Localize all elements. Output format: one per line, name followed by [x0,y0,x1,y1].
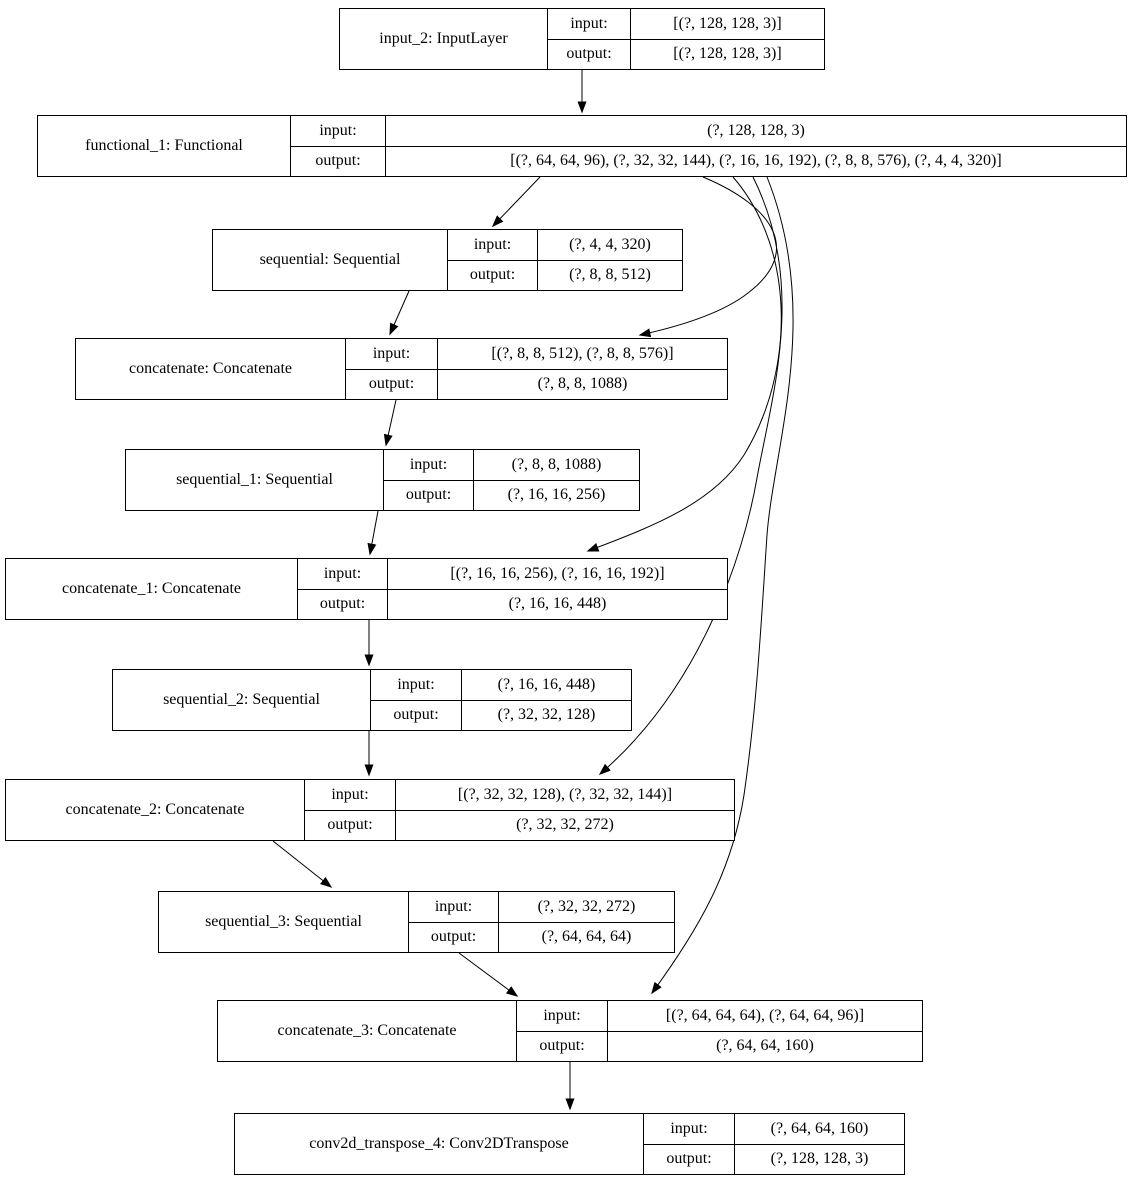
layer-name: functional_1: Functional [38,116,291,176]
output-key: output: [448,260,538,290]
output-key: output: [291,146,386,176]
node-sequential_3: sequential_3: Sequential input: (?, 32, … [158,891,675,953]
layer-name: sequential_1: Sequential [126,450,384,510]
edge-sequential_3-to-concatenate_3 [458,952,519,997]
node-input_2: input_2: InputLayer input: [(?, 128, 128… [339,8,825,70]
output-shape: [(?, 128, 128, 3)] [673,45,782,63]
output-shape: (?, 8, 8, 1088) [537,375,628,393]
edge-sequential-to-concatenate [389,290,410,336]
layer-name: sequential: Sequential [213,230,448,290]
input-key: input: [517,1001,608,1031]
output-shape: (?, 32, 32, 128) [497,706,596,724]
input-key: input: [409,892,499,922]
input-shape: (?, 128, 128, 3) [707,121,805,139]
output-shape: (?, 64, 64, 64) [541,928,632,946]
input-key: input: [448,230,538,260]
node-conv2d_transpose_4: conv2d_transpose_4: Conv2DTranspose inpu… [234,1113,905,1175]
input-key: input: [305,780,396,810]
output-key: output: [305,810,396,840]
input-key: input: [298,559,388,589]
edge-sequential_1-to-concatenate_1 [367,510,379,556]
input-shape: (?, 32, 32, 272) [537,897,636,915]
output-shape: (?, 64, 64, 160) [716,1037,814,1055]
input-key: input: [291,116,386,146]
edge-functional_1-to-sequential [491,176,541,228]
edge-functional_1-to-concatenate_1 [586,176,782,552]
layer-name: concatenate_2: Concatenate [6,780,305,840]
layer-name: conv2d_transpose_4: Conv2DTranspose [235,1114,644,1174]
output-shape: (?, 16, 16, 256) [507,486,606,504]
layer-name: sequential_3: Sequential [159,892,409,952]
node-concatenate_3: concatenate_3: Concatenate input: [(?, 6… [217,1000,923,1062]
layer-name: concatenate: Concatenate [76,339,346,399]
input-shape: (?, 16, 16, 448) [497,675,596,693]
output-shape: (?, 16, 16, 448) [508,595,607,613]
input-shape: [(?, 32, 32, 128), (?, 32, 32, 144)] [457,785,673,803]
input-key: input: [548,9,631,39]
input-key: input: [371,670,462,700]
layer-name: sequential_2: Sequential [113,670,371,730]
edge-functional_1-to-concatenate [638,176,777,338]
edge-functional_1-to-concatenate_3 [651,176,794,995]
output-key: output: [371,700,462,730]
input-shape: (?, 4, 4, 320) [569,235,651,253]
output-key: output: [644,1144,735,1174]
input-shape: [(?, 128, 128, 3)] [673,14,782,32]
edge-concatenate_2-to-sequential_3 [272,840,333,888]
node-concatenate_2: concatenate_2: Concatenate input: [(?, 3… [5,779,735,841]
output-shape: [(?, 64, 64, 96), (?, 32, 32, 144), (?, … [510,152,1002,170]
output-key: output: [346,369,438,399]
output-shape: (?, 128, 128, 3) [770,1150,869,1168]
output-key: output: [548,39,631,69]
input-shape: [(?, 64, 64, 64), (?, 64, 64, 96)] [665,1006,865,1024]
output-key: output: [409,922,499,952]
input-shape: [(?, 8, 8, 512), (?, 8, 8, 576)] [491,344,674,362]
input-shape: (?, 64, 64, 160) [770,1119,869,1137]
node-sequential_2: sequential_2: Sequential input: (?, 16, … [112,669,632,731]
node-concatenate_1: concatenate_1: Concatenate input: [(?, 1… [5,558,728,620]
output-shape: (?, 8, 8, 512) [569,266,651,284]
output-key: output: [384,480,474,510]
layer-name: input_2: InputLayer [340,9,548,69]
edge-functional_1-to-concatenate_2 [598,176,783,775]
output-shape: (?, 32, 32, 272) [516,816,614,834]
input-shape: (?, 8, 8, 1088) [511,455,602,473]
node-sequential: sequential: Sequential input: (?, 4, 4, … [212,229,683,291]
input-key: input: [384,450,474,480]
node-concatenate: concatenate: Concatenate input: [(?, 8, … [75,338,728,400]
output-key: output: [298,589,388,619]
edge-concatenate-to-sequential_1 [383,399,397,447]
input-shape: [(?, 16, 16, 256), (?, 16, 16, 192)] [450,564,665,582]
layer-name: concatenate_1: Concatenate [6,559,298,619]
input-key: input: [644,1114,735,1144]
input-key: input: [346,339,438,369]
layer-name: concatenate_3: Concatenate [218,1001,517,1061]
output-key: output: [517,1031,608,1061]
node-functional_1: functional_1: Functional input: (?, 128,… [37,115,1127,177]
node-sequential_1: sequential_1: Sequential input: (?, 8, 8… [125,449,640,511]
